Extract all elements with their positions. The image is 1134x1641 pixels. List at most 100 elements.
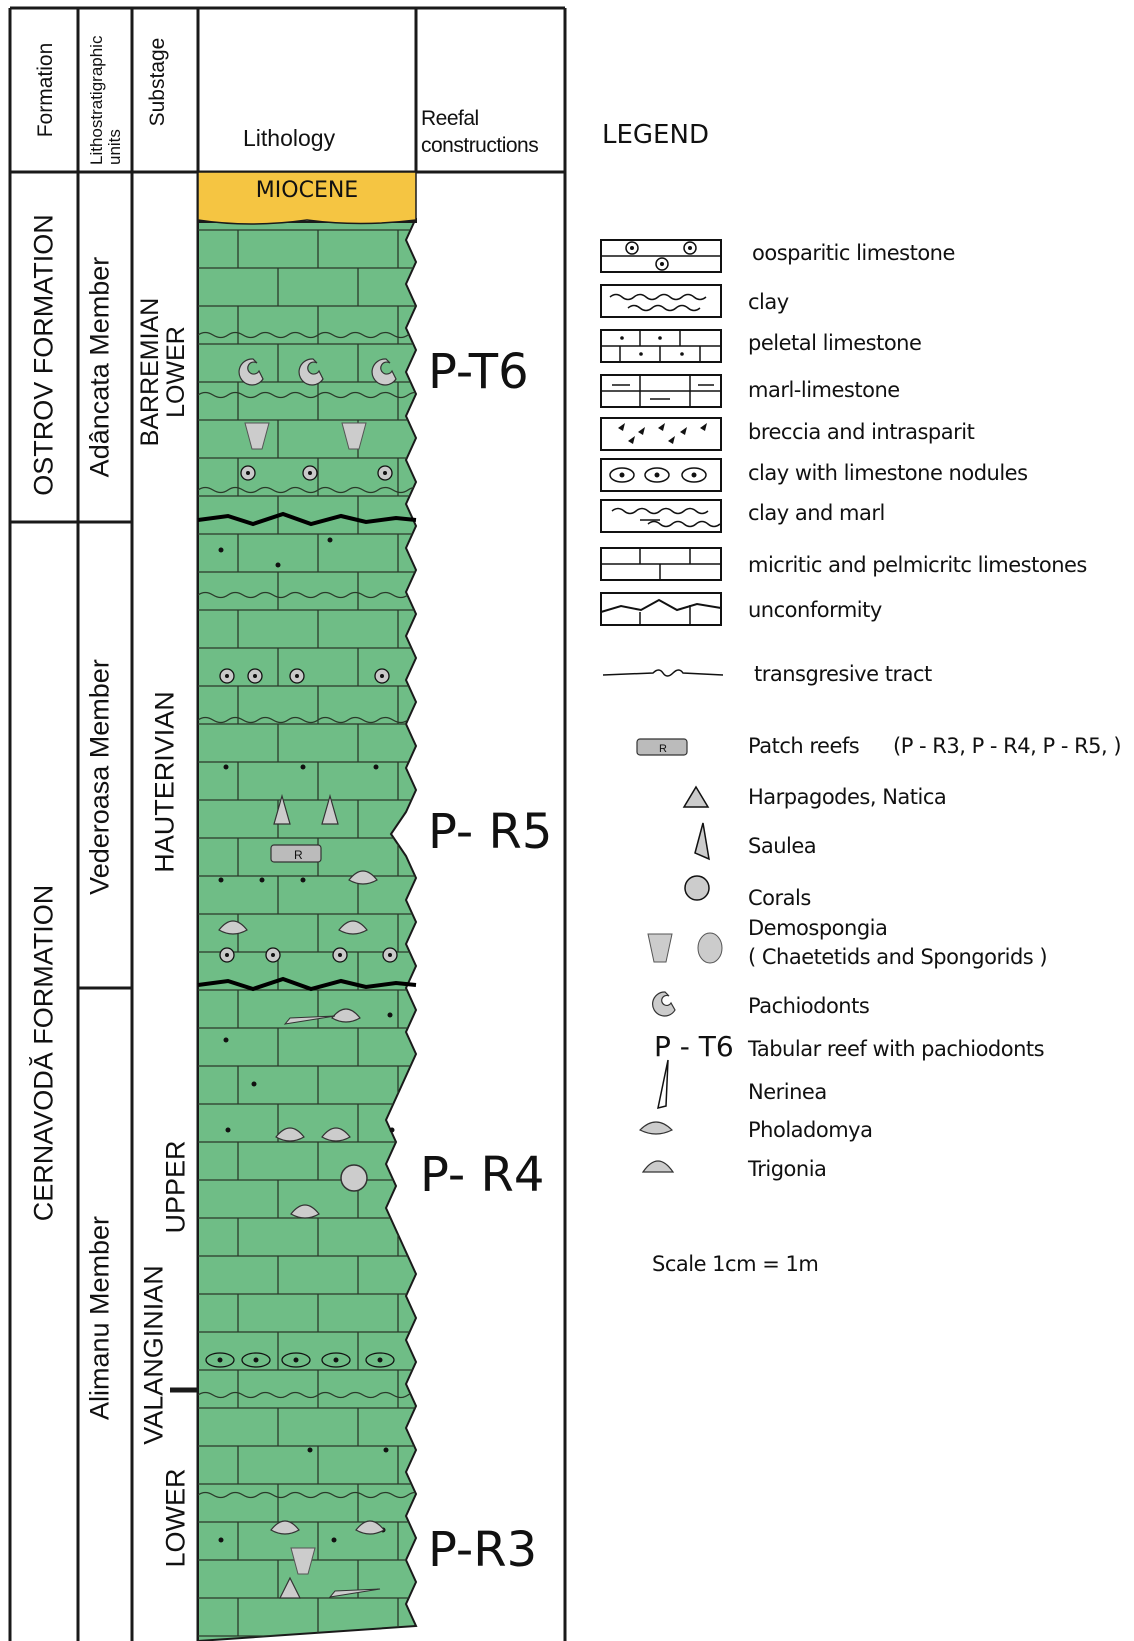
- legend-nodule-core: [654, 472, 660, 478]
- clay-marl-icon: [600, 499, 722, 533]
- legend-ooid-core: [630, 246, 634, 250]
- trigonia-icon: [641, 1160, 675, 1173]
- clay-band: [198, 331, 416, 339]
- nodule-core: [377, 1357, 383, 1363]
- legend-label-patch-reefs: Patch reefs: [748, 734, 860, 758]
- coral-icon: [684, 875, 710, 901]
- legend-nodule: [681, 467, 707, 483]
- legend-scale: Scale 1cm = 1m: [652, 1252, 819, 1276]
- pholadomya-symbol: [355, 1520, 385, 1535]
- pellet-dot: [389, 1127, 395, 1133]
- saulea-icon: [694, 822, 710, 861]
- substage-upper: UPPER: [160, 1140, 191, 1234]
- legend-symbols: [600, 239, 724, 1173]
- nerinea-symbol: [283, 1015, 336, 1025]
- legend-label-demospongia: Demospongia: [748, 916, 888, 940]
- legend-pellet: [639, 352, 643, 356]
- legend-label-peletal-limestone: peletal limestone: [748, 331, 922, 355]
- legend-pellet: [680, 352, 684, 356]
- pellet-dot: [225, 1127, 231, 1133]
- pellet-dot: [387, 1012, 393, 1018]
- pellet-dot: [300, 877, 306, 883]
- clay-band: [198, 591, 416, 599]
- pellet-dot: [223, 1037, 229, 1043]
- legend-label-breccia: breccia and intrasparit: [748, 420, 975, 444]
- nodule-symbol: [365, 1352, 395, 1368]
- member-alimanu: Alimanu Member: [84, 1215, 115, 1421]
- legend-clay-wave: [609, 293, 707, 301]
- pellet-dot: [259, 877, 265, 883]
- nerinea-icon: [657, 1059, 669, 1110]
- legend-patch-reefs-list: (P - R3, P - R4, P - R5, ): [893, 734, 1122, 758]
- demospongia-symbol: [290, 1547, 316, 1575]
- bedding-pattern: [198, 229, 416, 1641]
- legend-label-chaetetids: ( Chaetetids and Spongorids ): [748, 945, 1048, 969]
- legend-unconformity-line: [600, 598, 722, 613]
- pellet-dot: [383, 1447, 389, 1453]
- legend-breccia-clast: [700, 423, 707, 431]
- nodule-symbol: [205, 1352, 235, 1368]
- legend-label-transgressive-tract: transgresive tract: [754, 662, 932, 686]
- column-patch-reef-letter: R: [294, 848, 303, 862]
- demospongia-icon: [647, 933, 673, 963]
- legend-nodule: [609, 467, 635, 483]
- legend-label-clay-nodules: clay with limestone nodules: [748, 461, 1028, 485]
- legend-label-trigonia: Trigonia: [748, 1157, 827, 1181]
- pholadomya-symbol: [338, 920, 368, 935]
- reef-label-pr3: P-R3: [428, 1522, 538, 1578]
- member-adancata: Adâncata Member: [84, 256, 115, 478]
- pachiodont-symbol: [298, 358, 324, 386]
- header-reefal: Reefal constructions: [421, 107, 539, 157]
- substage-hauterivian: HAUTERIVIAN: [149, 691, 180, 873]
- transgressive-tract-icon: [602, 669, 724, 677]
- pellet-dot: [307, 1447, 313, 1453]
- legend-breccia-clast: [618, 423, 625, 431]
- legend-label-pholadomya: Pholadomya: [748, 1118, 873, 1142]
- legend-label-clay: clay: [748, 290, 789, 314]
- legend-label-saulea: Saulea: [748, 834, 817, 858]
- saulea-symbol: [321, 793, 339, 825]
- header-lithology: Lithology: [243, 125, 336, 151]
- legend-pellet: [658, 336, 662, 340]
- unconformity-icon: [600, 592, 722, 626]
- substage-lower: LOWER: [160, 1468, 191, 1568]
- legend-label-nerinea: Nerinea: [748, 1080, 827, 1104]
- nerinea-symbol: [328, 1588, 381, 1598]
- pachiodont-symbol: [371, 358, 397, 386]
- ooid-core: [225, 674, 229, 678]
- clay-icon: [600, 284, 722, 318]
- harpagodes-icon: [682, 785, 710, 808]
- legend-breccia-clast: [668, 436, 675, 444]
- legend-claymarl-wave: [647, 520, 721, 528]
- legend-clay-wave: [627, 304, 701, 312]
- ooid-core: [246, 471, 250, 475]
- header-litho-units: Lithostratigraphic units: [87, 35, 124, 165]
- lithology-column: [197, 171, 418, 1641]
- ooid-core: [253, 674, 257, 678]
- nodule-core: [293, 1357, 299, 1363]
- nodule-core: [333, 1357, 339, 1363]
- clay-band: [198, 1491, 416, 1499]
- reef-label-pt6: P-T6: [428, 344, 529, 400]
- unconformity-line: [197, 511, 417, 527]
- nodule-symbol: [241, 1352, 271, 1368]
- pellet-dot: [218, 1537, 224, 1543]
- clay-band: [198, 1391, 416, 1399]
- legend-claymarl-wave: [611, 507, 709, 515]
- pachiodont-icon: [652, 991, 676, 1017]
- header-substage: Substage: [146, 37, 169, 127]
- legend-label-marl-limestone: marl-limestone: [748, 378, 900, 402]
- lithology-body: [197, 217, 418, 1641]
- header-formation: Formation: [34, 42, 57, 138]
- pellet-dot: [275, 562, 281, 568]
- legend-patch-reef-symbol-letter: R: [659, 743, 667, 755]
- legend-label-clay-marl: clay and marl: [748, 501, 885, 525]
- miocene-layer: [197, 171, 417, 225]
- demospongia-symbol: [341, 422, 367, 450]
- clay-band: [198, 486, 416, 494]
- clay-nodules-icon: [600, 458, 722, 492]
- ooid-core: [225, 953, 229, 957]
- pholadomya-symbol: [321, 1127, 351, 1142]
- ooid-core: [338, 953, 342, 957]
- pellet-dot: [251, 1081, 257, 1087]
